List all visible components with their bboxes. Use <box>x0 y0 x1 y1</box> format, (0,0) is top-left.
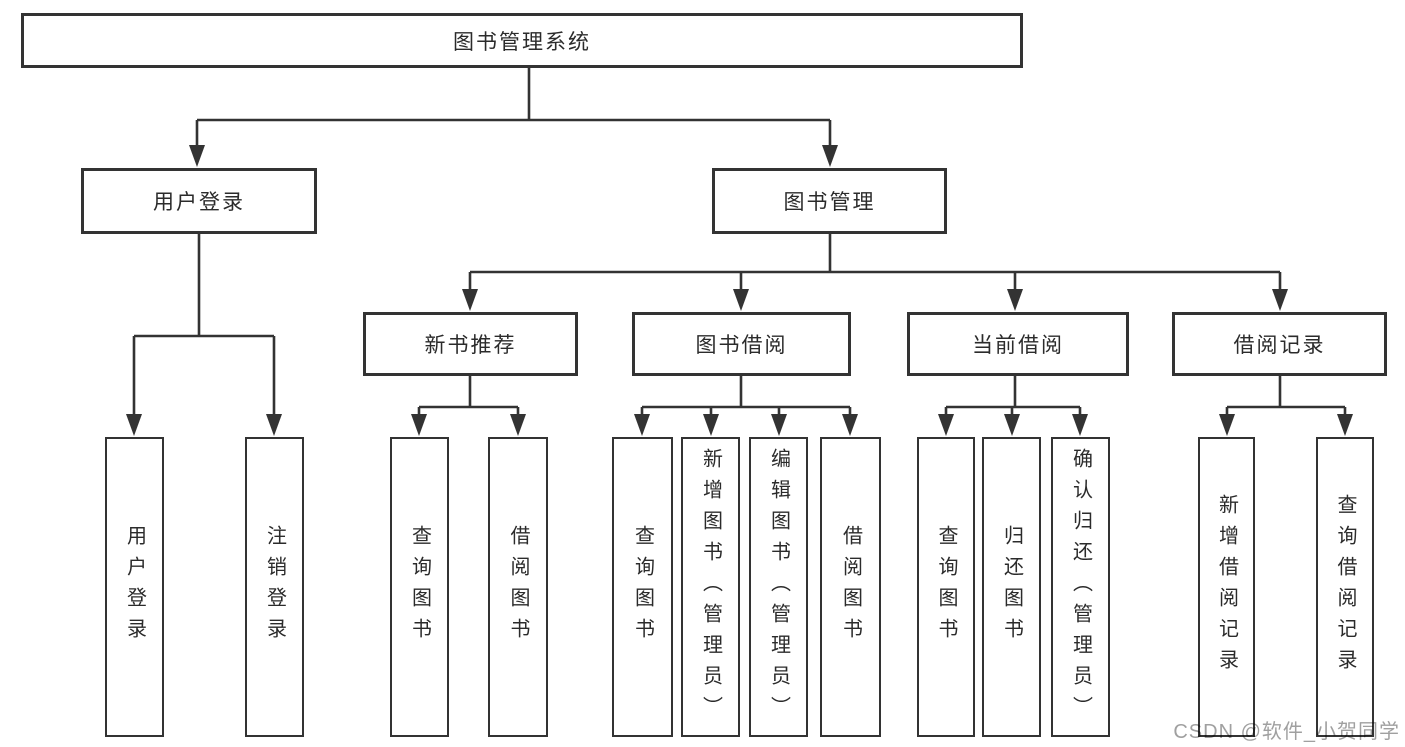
arrowhead <box>634 414 650 436</box>
leaf-borrow-add-book-admin: 新增图书（管理员） <box>681 437 740 737</box>
node-user-login-label: 用户登录 <box>153 191 245 214</box>
arrowhead <box>126 414 142 436</box>
leaf-label: 注销登录 <box>263 525 286 649</box>
arrowhead <box>1219 414 1235 436</box>
arrowhead <box>411 414 427 436</box>
csdn-watermark: CSDN @软件_小贺同学 <box>1173 721 1400 743</box>
node-current-borrow: 当前借阅 <box>907 312 1129 376</box>
leaf-borrow-edit-book-admin: 编辑图书（管理员） <box>749 437 808 737</box>
node-root-label: 图书管理系统 <box>453 30 591 54</box>
leaf-label: 用户登录 <box>123 525 146 649</box>
connector-lines <box>132 68 1347 416</box>
leaf-borrow-query-book: 查询图书 <box>612 437 673 737</box>
connector-root-to-level2 <box>195 68 832 147</box>
node-borrow-records-label: 借阅记录 <box>1233 334 1326 357</box>
connector-book-management-to-level3 <box>468 234 1282 291</box>
leaf-label: 借阅图书 <box>839 525 862 649</box>
arrowhead <box>1004 414 1020 436</box>
arrowhead <box>842 414 858 436</box>
node-new-book-recommend-label: 新书推荐 <box>424 334 517 357</box>
node-new-book-recommend: 新书推荐 <box>363 312 578 376</box>
leaf-label: 查询图书 <box>935 525 957 649</box>
connector-borrow-record-to-leaves <box>1225 376 1347 416</box>
node-book-borrow-label: 图书借阅 <box>695 334 788 357</box>
arrowhead <box>510 414 526 436</box>
node-book-management: 图书管理 <box>712 168 947 234</box>
leaf-label: 编辑图书（管理员） <box>767 447 790 727</box>
leaf-label: 借阅图书 <box>507 525 529 649</box>
arrowhead <box>771 414 787 436</box>
leaf-user-login: 用户登录 <box>105 437 164 737</box>
leaf-current-query-book: 查询图书 <box>917 437 975 737</box>
node-user-login: 用户登录 <box>81 168 317 234</box>
node-book-borrow: 图书借阅 <box>632 312 851 376</box>
arrowhead <box>462 289 478 311</box>
node-book-management-label: 图书管理 <box>783 191 876 214</box>
leaf-current-return-book: 归还图书 <box>982 437 1041 737</box>
leaf-record-query: 查询借阅记录 <box>1316 437 1374 737</box>
leaf-label: 查询图书 <box>631 525 654 649</box>
leaf-label: 确认归还（管理员） <box>1069 447 1092 727</box>
leaf-logout: 注销登录 <box>245 437 304 737</box>
leaf-label: 查询借阅记录 <box>1334 494 1356 680</box>
arrowhead <box>1272 289 1288 311</box>
arrowhead <box>1337 414 1353 436</box>
connector-user-login-to-leaves <box>132 234 276 416</box>
arrowhead <box>733 289 749 311</box>
leaf-newbook-borrow-book: 借阅图书 <box>488 437 548 737</box>
node-current-borrow-label: 当前借阅 <box>972 334 1064 357</box>
leaf-borrow-borrow-book: 借阅图书 <box>820 437 881 737</box>
leaf-label: 新增借阅记录 <box>1215 494 1238 680</box>
arrowhead <box>938 414 954 436</box>
connector-arrowheads <box>126 145 1353 436</box>
leaf-label: 归还图书 <box>1000 525 1023 649</box>
node-root: 图书管理系统 <box>21 13 1023 68</box>
arrowhead <box>1072 414 1088 436</box>
arrowhead <box>266 414 282 436</box>
connector-current-borrow-to-leaves <box>944 376 1082 416</box>
arrowhead <box>703 414 719 436</box>
leaf-current-confirm-return-admin: 确认归还（管理员） <box>1051 437 1110 737</box>
leaf-label: 新增图书（管理员） <box>699 447 722 727</box>
connector-new-book-to-leaves <box>417 376 520 416</box>
arrowhead <box>189 145 205 167</box>
leaf-newbook-query-book: 查询图书 <box>390 437 449 737</box>
leaf-label: 查询图书 <box>408 525 431 649</box>
leaf-record-add: 新增借阅记录 <box>1198 437 1255 737</box>
node-borrow-records: 借阅记录 <box>1172 312 1387 376</box>
arrowhead <box>822 145 838 167</box>
arrowhead <box>1007 289 1023 311</box>
connector-book-borrow-to-leaves <box>640 376 852 416</box>
